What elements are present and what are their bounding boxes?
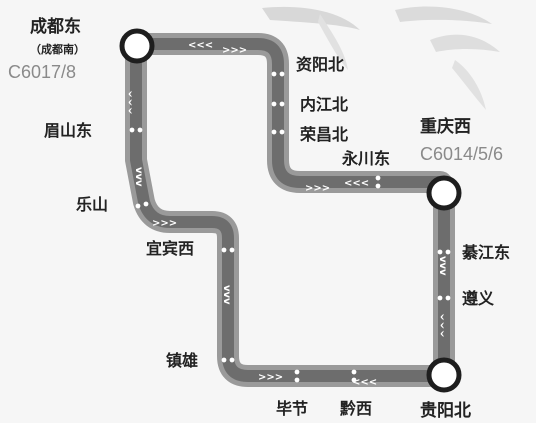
background-decoration — [262, 6, 500, 110]
stop-neijiang-north — [271, 101, 285, 107]
direction-marks: <<< >>> <<< >>> >>> <<< >>> ^^^ vvv vvv … — [128, 40, 451, 388]
stop-zunyi — [437, 295, 451, 301]
direction-mark: ^^^ — [128, 90, 139, 115]
direction-mark: <<< — [344, 178, 369, 189]
direction-mark: ^^^ — [440, 313, 451, 338]
station-label-zunyi: 遵义 — [462, 289, 494, 308]
train-code-chongqing-west: C6014/5/6 — [420, 144, 503, 164]
direction-mark: <<< — [188, 40, 213, 51]
hub-label-chengdu-east: 成都东 — [30, 16, 81, 37]
station-label-qijiang-east: 綦江东 — [461, 243, 510, 262]
station-label-yongchuan-east: 永川东 — [341, 149, 390, 168]
station-label-leshan: 乐山 — [76, 195, 108, 214]
direction-mark: <<< — [352, 377, 377, 388]
stop-rongchang-north — [271, 129, 285, 135]
rail-loop — [125, 33, 455, 387]
station-label-qianxi: 黔西 — [340, 399, 372, 418]
direction-mark: vvv — [437, 256, 448, 276]
stop-qianxi — [351, 369, 357, 383]
labels: 成都东 （成都南） C6017/8 重庆西 C6014/5/6 贵阳北 资阳北 … — [8, 16, 510, 421]
direction-mark: >>> — [222, 45, 247, 56]
stop-yongchuan-east — [375, 175, 381, 189]
station-label-rongchang-north: 荣昌北 — [299, 125, 348, 144]
stop-dots — [129, 71, 451, 383]
station-label-meishan-east: 眉山东 — [44, 121, 92, 140]
stop-yibin-west — [221, 247, 235, 253]
stop-leshan — [135, 201, 149, 209]
hub-label-chongqing-west: 重庆西 — [420, 116, 471, 137]
hub-sublabel-chengdu-east: （成都南） — [30, 42, 85, 56]
stop-qijiang-east — [437, 249, 451, 255]
hub-guiyang-north — [426, 357, 462, 393]
stop-zhenxiong — [221, 357, 235, 363]
direction-mark: >>> — [258, 372, 283, 383]
station-label-ziyang-north: 资阳北 — [296, 55, 344, 74]
hub-ring — [119, 28, 155, 64]
stop-bijie — [294, 369, 300, 383]
stop-ziyang-north — [271, 71, 285, 77]
hub-chongqing-west — [426, 175, 462, 211]
stop-meishan-east — [129, 127, 143, 133]
rail-track-outer — [125, 33, 455, 387]
station-label-zhenxiong: 镇雄 — [166, 351, 198, 370]
hub-ring — [426, 175, 462, 211]
hub-ring — [426, 357, 462, 393]
hub-chengdu-east — [119, 28, 155, 64]
hub-label-guiyang-north: 贵阳北 — [420, 400, 471, 421]
direction-mark: >>> — [305, 183, 330, 194]
station-label-yibin-west: 宜宾西 — [146, 239, 194, 258]
train-code-chengdu-east: C6017/8 — [8, 62, 76, 82]
direction-mark: vvv — [221, 285, 232, 305]
station-label-neijiang-north: 内江北 — [300, 95, 348, 114]
rail-track-inner — [130, 38, 450, 382]
direction-mark: >>> — [152, 218, 177, 229]
direction-mark: vvv — [133, 167, 144, 187]
station-label-bijie: 毕节 — [276, 399, 308, 418]
